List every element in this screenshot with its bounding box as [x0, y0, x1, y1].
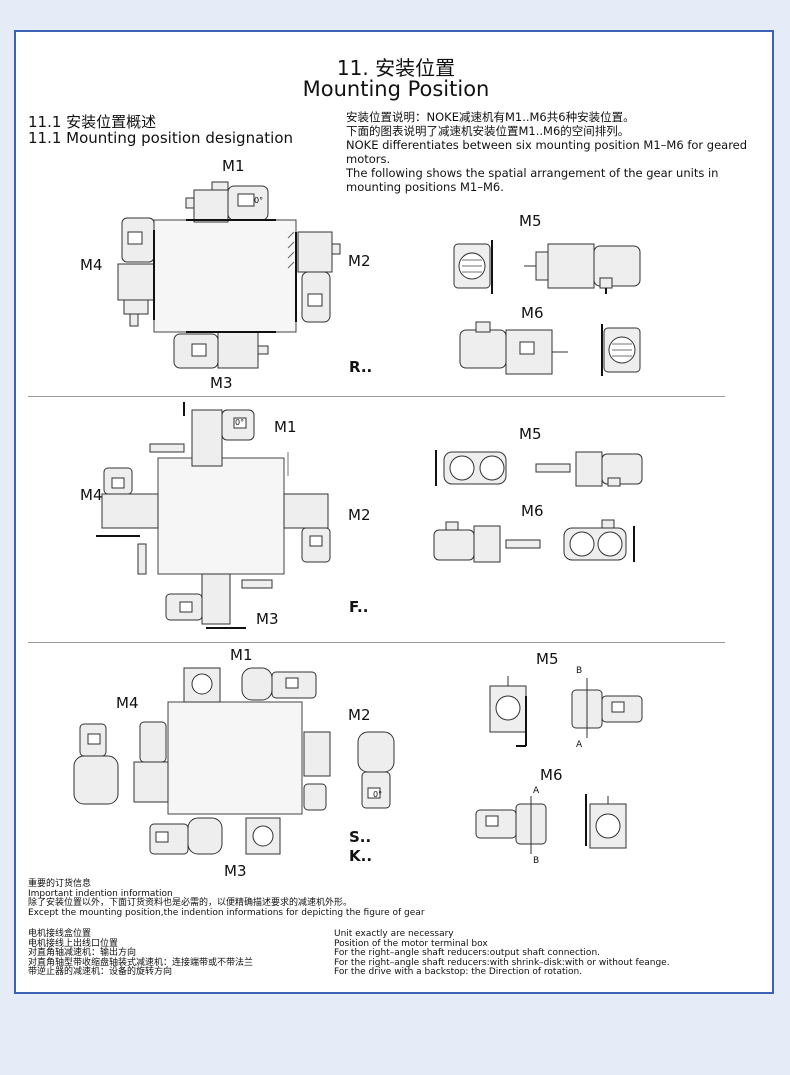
sk-m6-b-label: B: [533, 856, 540, 866]
order-item-cn: 对直角轴减速机：输出方向: [28, 948, 137, 959]
order-item-en: For the drive with a backstop: the Direc…: [334, 967, 583, 978]
f-m3-label: M3: [256, 610, 279, 628]
order-info-line: 重要的订货信息: [28, 879, 92, 889]
section-separator: [28, 396, 725, 397]
r-m6-label: M6: [521, 304, 544, 322]
s-series-code: S..: [349, 828, 372, 846]
title-en: Mounting Position: [302, 77, 490, 101]
f-series-drawing: [96, 402, 331, 629]
mounting-drawings: [73, 181, 643, 855]
f-m2-label: M2: [348, 506, 371, 524]
order-item-cn: 电机接线盒位置: [28, 929, 92, 939]
r-m4-label: M4: [80, 256, 103, 274]
r-m2-label: M2: [348, 252, 371, 270]
r-m6-drawing: [459, 321, 641, 376]
k-series-code: K..: [349, 847, 373, 865]
sk-angle-label: 0°: [373, 790, 383, 799]
order-item-en: For the right–angle shaft reducers:with …: [334, 957, 670, 968]
r-series-code: R..: [349, 358, 373, 376]
sk-m6-label: M6: [540, 766, 563, 784]
subtitle-en: 11.1 Mounting position designation: [28, 129, 294, 147]
order-items-cn: 电机接线盒位置 电机接线上出线口位置 对直角轴减速机：输出方向 对直角轴型带收缩…: [28, 929, 254, 978]
catalog-sheet: 11. 安装位置 Mounting Position 11.1 安装位置概述 1…: [14, 30, 774, 994]
f-m6-label: M6: [521, 502, 544, 520]
description: 安装位置说明：NOKE减速机有M1..M6共6种安装位置。 下面的图表说明了减速…: [346, 110, 766, 194]
section-separator: [28, 642, 725, 643]
order-info-line: Important indention information: [28, 888, 173, 899]
order-info-line: 除了安装位置以外，下面订货资料也是必需的，以便精确描述要求的减速机外形。: [28, 898, 353, 909]
r-angle-label: 0°: [254, 196, 264, 205]
description-line: 安装位置说明：NOKE减速机有M1..M6共6种安装位置。: [346, 110, 635, 124]
title-cn: 11. 安装位置: [336, 56, 456, 80]
r-m3-label: M3: [210, 374, 233, 392]
order-info-line: Except the mounting position,the indenti…: [28, 907, 425, 918]
r-series-drawing: [117, 181, 341, 369]
r-m5-label: M5: [519, 212, 542, 230]
order-item-en: Position of the motor terminal box: [334, 938, 488, 949]
order-item-cn: 对直角轴型带收缩盘轴装式减速机：连接端带或不带法兰: [28, 957, 254, 968]
sk-m3-label: M3: [224, 862, 247, 880]
f-angle-label: 0°: [235, 418, 245, 427]
sk-m5-label: M5: [536, 650, 559, 668]
sk-m6-drawing: [475, 794, 627, 854]
subtitle-cn: 11.1 安装位置概述: [28, 113, 157, 131]
order-items-en: Unit exactly are necessary Position of t…: [334, 929, 670, 978]
f-m1-label: M1: [274, 418, 297, 436]
sk-m4-label: M4: [116, 694, 139, 712]
order-item-en: Unit exactly are necessary: [334, 929, 454, 939]
sk-series-drawing: [73, 667, 395, 855]
order-info-block: 重要的订货信息 Important indention information …: [28, 879, 425, 918]
sk-m5-drawing: [489, 676, 643, 747]
description-line: The following shows the spatial arrangem…: [346, 166, 719, 194]
f-m6-drawing: [433, 519, 635, 563]
order-item-cn: 电机接线上出线口位置: [28, 938, 119, 949]
f-m5-drawing: [435, 450, 643, 487]
f-m5-label: M5: [519, 425, 542, 443]
order-item-en: For the right–angle shaft reducers:outpu…: [334, 948, 601, 959]
order-item-cn: 带逆止器的减速机：设备的旋转方向: [28, 967, 173, 978]
description-line: NOKE differentiates between six mounting…: [346, 138, 748, 166]
sk-m1-label: M1: [230, 646, 253, 664]
r-m1-label: M1: [222, 157, 245, 175]
f-m4-label: M4: [80, 486, 103, 504]
sk-m5-a-label: A: [576, 740, 583, 750]
r-m5-drawing: [453, 240, 641, 294]
sk-m6-a-label: A: [533, 786, 540, 796]
sk-m5-b-label: B: [576, 666, 583, 676]
sk-m2-label: M2: [348, 706, 371, 724]
f-series-code: F..: [349, 598, 369, 616]
description-line: 下面的图表说明了减速机安装位置M1..M6的空间排列。: [346, 124, 630, 138]
